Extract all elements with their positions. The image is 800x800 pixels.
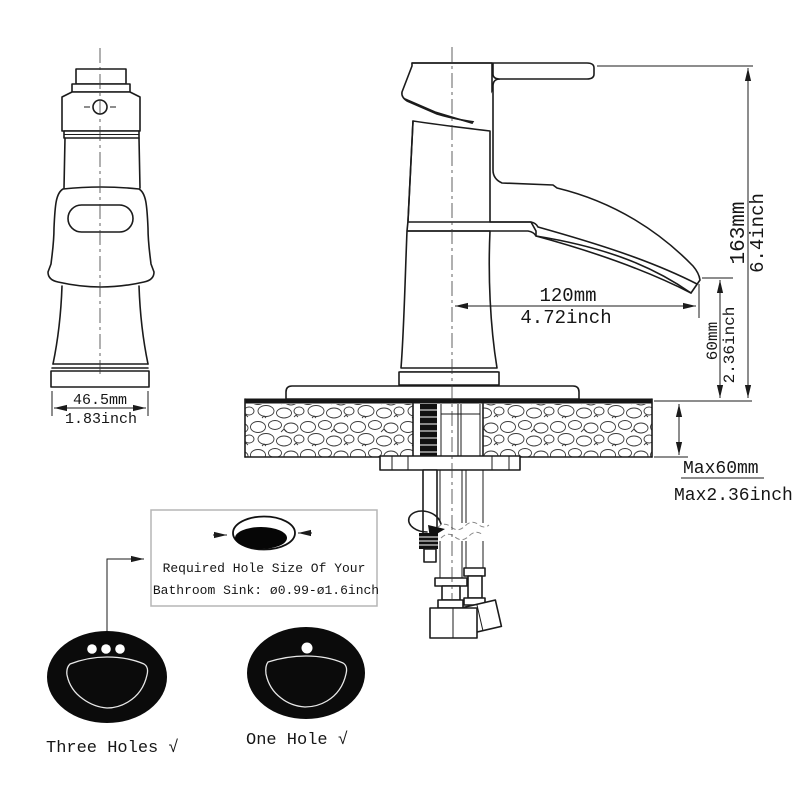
deck-max-inch-label: Max2.36inch bbox=[674, 486, 793, 506]
reach-inch-label: 4.72inch bbox=[520, 307, 611, 329]
side-lower-body bbox=[400, 230, 498, 369]
one-hole-sink bbox=[247, 627, 365, 719]
three-holes-sink bbox=[47, 631, 167, 723]
mounting-hardware bbox=[379, 404, 521, 639]
counter-surface bbox=[245, 398, 652, 404]
side-body-housing bbox=[406, 78, 701, 294]
front-spout-head bbox=[47, 186, 155, 288]
hose-break-mark bbox=[436, 521, 490, 531]
front-waterfall-opening bbox=[67, 204, 134, 233]
tighten-rotation-arrow bbox=[407, 510, 442, 533]
side-base bbox=[398, 371, 500, 386]
front-handle-step bbox=[71, 83, 131, 93]
rod-tip bbox=[423, 548, 437, 563]
dimension-spout-height: 60mm 2.36inch bbox=[702, 277, 739, 398]
three-holes-label: Three Holes √ bbox=[46, 738, 179, 758]
counter-hatch-right bbox=[483, 404, 652, 457]
dimension-front-width: 46.5mm 1.83inch bbox=[51, 391, 149, 428]
counter-hatch-left bbox=[245, 404, 413, 457]
note-line2: Bathroom Sink: ø0.99-ø1.6inch bbox=[153, 583, 379, 598]
hole-illustration-opening bbox=[235, 527, 287, 549]
side-handle-lever bbox=[411, 62, 595, 80]
dimension-total-height: 163mm 6.4inch bbox=[597, 65, 769, 398]
sink-hole-dot bbox=[101, 644, 111, 654]
dimension-deck-thickness: Max60mm Max2.36inch bbox=[654, 400, 793, 506]
supply-pipes bbox=[440, 404, 481, 457]
sink-option-three-holes: Three Holes √ bbox=[46, 631, 179, 758]
front-view-faucet: 46.5mm 1.83inch bbox=[47, 48, 155, 428]
three-holes-basin-outline bbox=[66, 656, 149, 709]
sink-hole-dot bbox=[301, 642, 313, 654]
height-mm-label: 163mm bbox=[728, 201, 751, 264]
note-line1: Required Hole Size Of Your bbox=[163, 561, 366, 576]
spout-height-inch-label: 2.36inch bbox=[721, 307, 739, 384]
mounting-flange bbox=[379, 455, 521, 471]
hose-break-mark-2 bbox=[440, 531, 484, 541]
front-width-mm-label: 46.5mm bbox=[73, 392, 127, 409]
front-width-inch-label: 1.83inch bbox=[65, 411, 137, 428]
deck-plate bbox=[285, 385, 580, 400]
hole-size-note-box: Required Hole Size Of Your Bathroom Sink… bbox=[106, 509, 379, 632]
sink-option-one-hole: One Hole √ bbox=[246, 627, 365, 750]
deck-max-mm-label: Max60mm bbox=[683, 459, 759, 479]
dimension-spout-reach: 120mm 4.72inch bbox=[455, 284, 700, 329]
note-leader-line bbox=[106, 555, 144, 632]
supply-hoses bbox=[439, 470, 484, 578]
one-hole-basin-outline bbox=[265, 655, 348, 708]
one-hole-label: One Hole √ bbox=[246, 730, 348, 750]
mounting-rod bbox=[422, 469, 438, 535]
height-inch-label: 6.4inch bbox=[747, 193, 769, 273]
hose1-fitting bbox=[429, 577, 478, 639]
sink-hole-dot bbox=[115, 644, 125, 654]
spout-height-mm-label: 60mm bbox=[704, 322, 722, 360]
sink-hole-dot bbox=[87, 644, 97, 654]
front-handle-top bbox=[75, 68, 127, 85]
side-view-faucet bbox=[285, 47, 701, 600]
reach-mm-label: 120mm bbox=[539, 285, 596, 307]
countertop-section bbox=[244, 398, 653, 458]
